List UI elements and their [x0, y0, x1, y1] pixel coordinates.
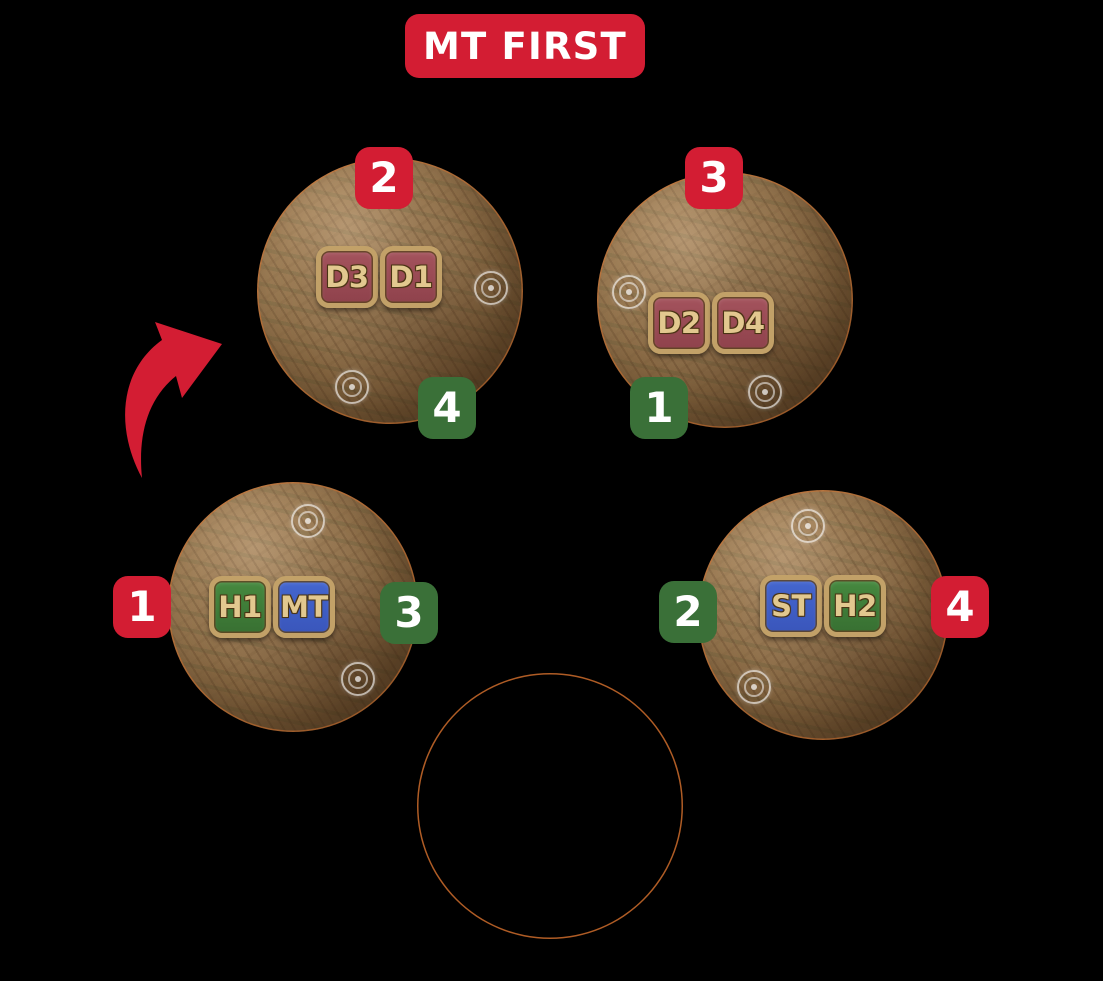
- ring-marker-icon: [748, 375, 782, 409]
- tile-group-top-right: D2 D4: [648, 292, 774, 354]
- resource-tile[interactable]: D3: [316, 246, 378, 308]
- planet-bottom-center-empty[interactable]: [417, 673, 683, 939]
- rotation-arrow: [110, 310, 240, 480]
- badge-bottom-right-right[interactable]: 4: [931, 576, 989, 638]
- badge-number: 2: [369, 153, 399, 202]
- badge-top-right-bottom[interactable]: 1: [630, 377, 688, 439]
- badge-bottom-right-left[interactable]: 2: [659, 581, 717, 643]
- ring-marker-icon: [791, 509, 825, 543]
- resource-tile[interactable]: MT: [273, 576, 335, 638]
- badge-number: 1: [644, 383, 674, 432]
- badge-number: 2: [673, 587, 703, 636]
- tile-label: H1: [218, 589, 262, 624]
- tile-group-bottom-right: ST H2: [760, 575, 886, 637]
- ring-marker-icon: [291, 504, 325, 538]
- tile-group-top-left: D3 D1: [316, 246, 442, 308]
- tile-label: MT: [280, 589, 328, 624]
- tile-label: D1: [389, 259, 433, 294]
- badge-top-left-bottom[interactable]: 4: [418, 377, 476, 439]
- badge-number: 3: [699, 153, 729, 202]
- resource-tile[interactable]: ST: [760, 575, 822, 637]
- badge-top-left-top[interactable]: 2: [355, 147, 413, 209]
- resource-tile[interactable]: D2: [648, 292, 710, 354]
- badge-number: 3: [394, 588, 424, 637]
- title-banner: MT FIRST: [405, 14, 645, 78]
- tile-label: D2: [657, 305, 701, 340]
- ring-marker-icon: [474, 271, 508, 305]
- badge-number: 1: [127, 582, 157, 631]
- tile-label: H2: [833, 588, 877, 623]
- ring-marker-icon: [612, 275, 646, 309]
- tile-group-bottom-left: H1 MT: [209, 576, 335, 638]
- badge-top-right-top[interactable]: 3: [685, 147, 743, 209]
- badge-bottom-left-left[interactable]: 1: [113, 576, 171, 638]
- resource-tile[interactable]: H1: [209, 576, 271, 638]
- resource-tile[interactable]: H2: [824, 575, 886, 637]
- resource-tile[interactable]: D4: [712, 292, 774, 354]
- resource-tile[interactable]: D1: [380, 246, 442, 308]
- badge-number: 4: [945, 582, 975, 631]
- tile-label: ST: [771, 588, 811, 623]
- badge-number: 4: [432, 383, 462, 432]
- ring-marker-icon: [335, 370, 369, 404]
- tile-label: D4: [721, 305, 765, 340]
- page-title: MT FIRST: [423, 24, 627, 68]
- ring-marker-icon: [737, 670, 771, 704]
- tile-label: D3: [325, 259, 369, 294]
- badge-bottom-left-right[interactable]: 3: [380, 582, 438, 644]
- ring-marker-icon: [341, 662, 375, 696]
